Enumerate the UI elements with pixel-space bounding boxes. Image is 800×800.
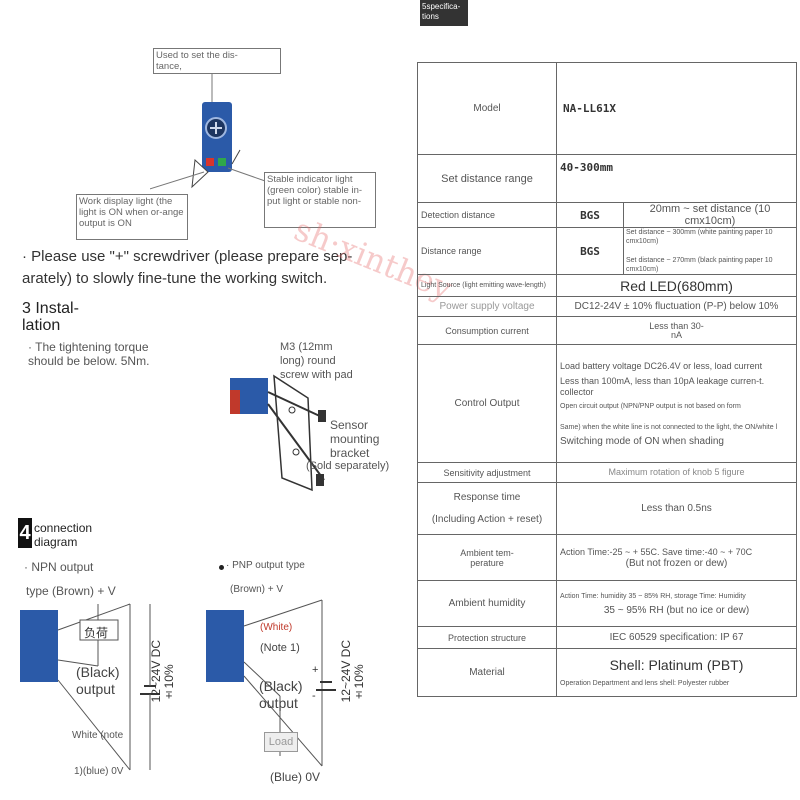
- control-line-1: Load battery voltage DC26.4V or less, lo…: [560, 360, 763, 371]
- material-values: Shell: Platinum (PBT) Operation Departme…: [556, 648, 797, 697]
- pnp-brown: (Brown) + V: [230, 584, 284, 595]
- sensitivity-value: Maximum rotation of knob 5 figure: [556, 462, 797, 483]
- protection-label: Protection structure: [417, 626, 557, 649]
- control-values: Load battery voltage DC26.4V or less, lo…: [556, 344, 797, 463]
- power-label: Power supply voltage: [417, 296, 557, 317]
- consumption-label: Consumption current: [417, 316, 557, 345]
- material-label: Material: [417, 648, 557, 697]
- ambient-temp-label: Ambient tem- perature: [417, 534, 557, 581]
- pnp-black-output: (Black) output: [259, 678, 303, 711]
- work-led: [206, 158, 214, 166]
- material-note: Operation Department and lens shell: Pol…: [560, 680, 730, 687]
- spec-header-badge: 5specifica- tions: [420, 0, 468, 26]
- pnp-note: (Note 1): [260, 642, 300, 654]
- pnp-white-label: (White): [260, 622, 293, 633]
- spec-table: Model NA-LL61X Set distance range 40-300…: [417, 62, 797, 697]
- pnp-voltage: 12~24V DC ±10%: [339, 640, 366, 703]
- control-label: Control Output: [417, 344, 557, 463]
- pnp-plus: +: [312, 664, 319, 676]
- npn-title: · NPN output: [24, 560, 94, 574]
- light-value: Red LED(680mm): [556, 274, 797, 297]
- bracket: [273, 374, 313, 492]
- npn-load-box: [79, 619, 119, 641]
- installation-heading: 3 Instal- lation: [22, 300, 79, 334]
- npn-sensor: [20, 610, 58, 682]
- response-value: Less than 0.5ns: [556, 482, 797, 535]
- control-line-2: Less than 100mA, less than 10pA leakage …: [560, 375, 765, 397]
- range-label: Set distance range: [417, 154, 557, 203]
- pnp-minus: -: [312, 690, 316, 702]
- distance-black: Set distance ~ 270mm (black painting pap…: [626, 257, 773, 273]
- pnp-wiring: [206, 599, 336, 767]
- installation-diagram: [230, 374, 326, 492]
- bgs-2: BGS: [556, 227, 624, 275]
- response-label: Response time (Including Action + reset): [417, 482, 557, 535]
- npn-blue-label: 1)(blue) 0V: [74, 766, 124, 777]
- light-label: Light Source (light emitting wave-length…: [417, 274, 557, 297]
- consumption-value: Less than 30- nA: [556, 316, 797, 345]
- ambient-temp-value: Action Time:-25 ~ + 55C. Save time:-40 ~…: [560, 546, 753, 557]
- npn-black-output: (Black) output: [76, 664, 120, 697]
- sensitivity-label: Sensitivity adjustment: [417, 462, 557, 483]
- range-value: 40-300mm: [556, 154, 797, 203]
- material-value: Shell: Platinum (PBT): [609, 657, 744, 673]
- npn-white-label: White (note: [72, 730, 124, 741]
- ambient-temp-values: Action Time:-25 ~ + 55C. Save time:-40 ~…: [556, 534, 797, 581]
- stable-light-callout: Stable indicator light (green color) sta…: [264, 172, 376, 228]
- humidity-label: Ambient humidity: [417, 580, 557, 627]
- pnp-blue-label: (Blue) 0V: [270, 770, 321, 784]
- humidity-value: Action Time: humidity 35 ~ 85% RH, stora…: [560, 592, 746, 600]
- detection-label: Detection distance: [417, 202, 557, 228]
- top-sensor-diagram: [150, 74, 269, 190]
- protection-value: IEC 60529 specification: IP 67: [556, 626, 797, 649]
- section-badge: 4: [18, 518, 32, 548]
- distance-label: Distance range: [417, 227, 557, 275]
- bracket-label: Sensor mounting bracket: [330, 418, 380, 460]
- pnp-title: · PNP output type: [226, 560, 305, 571]
- sold-separately: (Sold separately): [306, 460, 390, 472]
- model-label: Model: [417, 62, 557, 155]
- distance-callout: Used to set the dis- tance,: [153, 48, 281, 74]
- control-line-3: Open circuit output (NPN/PNP output is n…: [560, 402, 741, 410]
- npn-type: type (Brown) + V: [26, 584, 116, 598]
- model-value: NA-LL61X: [556, 62, 797, 155]
- humidity-value-2: 35 ~ 95% RH (but no ice or dew): [603, 604, 750, 616]
- ambient-temp-note: (But not frozen or dew): [625, 557, 728, 569]
- screwdriver-note: · Please use "+" screwdriver (please pre…: [22, 248, 353, 287]
- npn-wiring: [20, 603, 160, 771]
- detection-value: 20mm ~ set distance (10 cmx10cm): [623, 202, 797, 228]
- pnp-dot: [219, 565, 224, 570]
- distance-values: Set distance ~ 300mm (white painting pap…: [623, 227, 797, 275]
- distance-white: Set distance ~ 300mm (white painting pap…: [626, 229, 773, 245]
- torque-note: · The tightening torque should be below.…: [28, 340, 150, 368]
- screw-label: M3 (12mm long) round screw with pad: [280, 341, 353, 381]
- stable-led: [218, 158, 226, 166]
- bgs-1: BGS: [556, 202, 624, 228]
- pnp-load-box: Load: [264, 732, 298, 752]
- npn-voltage: 12~24V DC ±10%: [149, 640, 176, 703]
- control-line-4: Same) when the white line is not connect…: [560, 423, 778, 431]
- work-light-callout: Work display light (the light is ON when…: [76, 194, 188, 240]
- humidity-values: Action Time: humidity 35 ~ 85% RH, stora…: [556, 580, 797, 627]
- npn-load-label: 负荷: [84, 626, 109, 640]
- control-line-5: Switching mode of ON when shading: [560, 435, 724, 447]
- connection-heading: connection diagram: [34, 521, 93, 549]
- pnp-sensor: [206, 610, 244, 682]
- power-value: DC12-24V ± 10% fluctuation (P-P) below 1…: [556, 296, 797, 317]
